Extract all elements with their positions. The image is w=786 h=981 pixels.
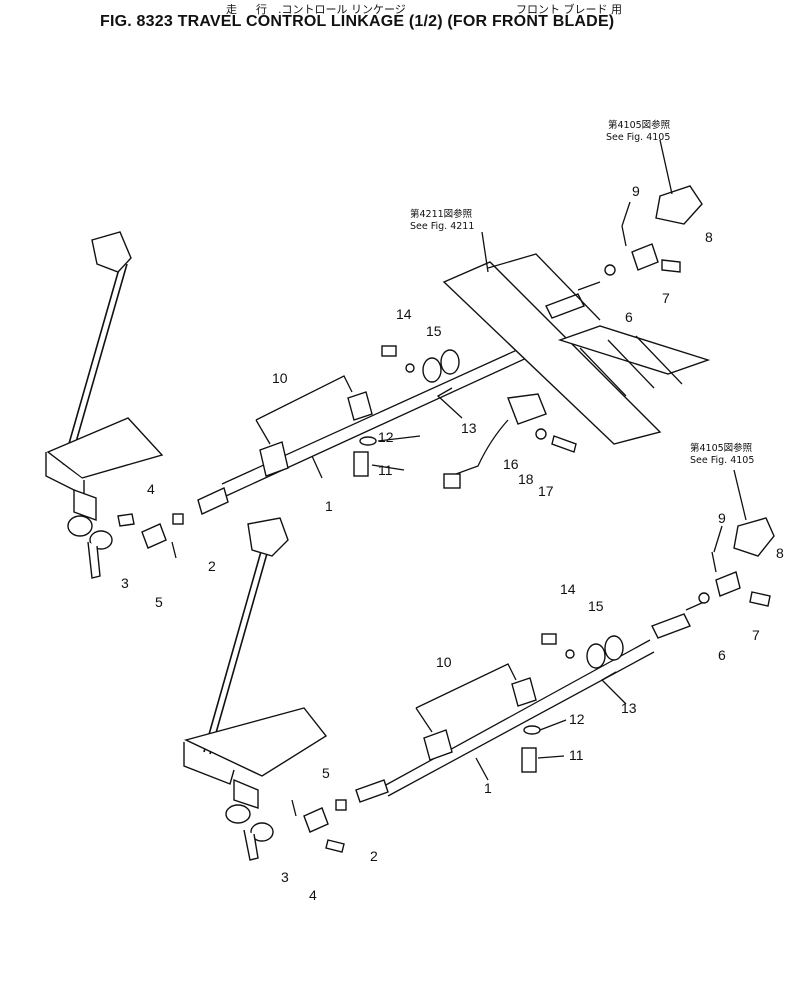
upper-label-5: 5 bbox=[155, 594, 163, 610]
lower-label-9: 9 bbox=[718, 510, 726, 526]
lower-label-12: 12 bbox=[569, 711, 585, 727]
upper-label-18: 18 bbox=[518, 471, 534, 487]
upper-label-3: 3 bbox=[121, 575, 129, 591]
upper-label-4: 4 bbox=[147, 481, 155, 497]
upper-label-2: 2 bbox=[208, 558, 216, 574]
ref-center-jp: 第4211図参照 bbox=[410, 208, 473, 220]
ref-lower-right-jp: 第4105図参照 bbox=[690, 442, 753, 454]
lower-label-8: 8 bbox=[776, 545, 784, 561]
ref-upper-right-en: See Fig. 4105 bbox=[606, 132, 670, 143]
upper-label-14: 14 bbox=[396, 306, 412, 322]
lower-shaft bbox=[355, 601, 705, 803]
upper-label-10: 10 bbox=[272, 370, 288, 386]
upper-assembly bbox=[45, 139, 711, 579]
upper-label-13: 13 bbox=[461, 420, 477, 436]
lower-label-1: 1 bbox=[484, 780, 492, 796]
lower-leaders bbox=[415, 469, 747, 781]
upper-label-1: 1 bbox=[325, 498, 333, 514]
upper-label-9: 9 bbox=[632, 183, 640, 199]
upper-label-12: 12 bbox=[378, 429, 394, 445]
jp-title-part-4: フロント ブレード 用 bbox=[516, 3, 622, 16]
upper-control-lever bbox=[45, 231, 164, 579]
lower-label-5: 5 bbox=[322, 765, 330, 781]
figure-title: FIG. 8323 TRAVEL CONTROL LINKAGE (1/2) (… bbox=[100, 13, 615, 30]
ref-lower-right-en: See Fig. 4105 bbox=[690, 455, 754, 466]
lower-label-2: 2 bbox=[370, 848, 378, 864]
lower-label-15: 15 bbox=[588, 598, 604, 614]
upper-label-7: 7 bbox=[662, 290, 670, 306]
lower-label-13: 13 bbox=[621, 700, 637, 716]
upper-frame bbox=[442, 253, 711, 445]
upper-shaft bbox=[197, 281, 601, 515]
jp-title-part-2: 行 bbox=[256, 3, 267, 16]
lower-label-11: 11 bbox=[569, 747, 584, 763]
jp-title-part-3: .コントロール リンケージ bbox=[278, 3, 406, 16]
lower-label-10: 10 bbox=[436, 654, 452, 670]
lower-small-parts bbox=[291, 517, 775, 853]
upper-label-16: 16 bbox=[503, 456, 519, 472]
upper-label-17: 17 bbox=[538, 483, 554, 499]
lower-label-3: 3 bbox=[281, 869, 289, 885]
upper-label-15: 15 bbox=[426, 323, 442, 339]
lower-label-4: 4 bbox=[309, 887, 317, 903]
upper-label-6: 6 bbox=[625, 309, 633, 325]
lower-label-7: 7 bbox=[752, 627, 760, 643]
ref-center-en: See Fig. 4211 bbox=[410, 221, 474, 232]
lower-label-14: 14 bbox=[560, 581, 576, 597]
upper-small-parts bbox=[117, 185, 703, 559]
upper-label-8: 8 bbox=[705, 229, 713, 245]
japanese-title: 走 行 .コントロール リンケージ フロント ブレード 用 bbox=[0, 1, 786, 17]
lower-control-lever bbox=[183, 517, 328, 861]
upper-label-11: 11 bbox=[378, 462, 393, 478]
ref-upper-right-jp: 第4105図参照 bbox=[608, 119, 671, 131]
lower-label-6: 6 bbox=[718, 647, 726, 663]
jp-title-part-1: 走 bbox=[226, 3, 237, 16]
upper-leaders bbox=[255, 139, 673, 479]
lower-assembly bbox=[183, 469, 775, 861]
